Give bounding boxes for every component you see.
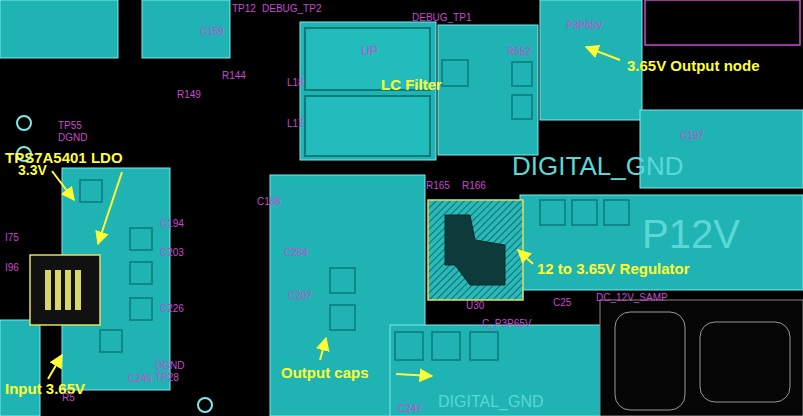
ldo-pads: [45, 270, 81, 310]
copper-pour: [0, 0, 118, 58]
silkscreen-ref: C197: [680, 130, 704, 141]
capacitor-pad: [130, 262, 152, 284]
via: [198, 398, 212, 412]
silkscreen-ref: DC_12V_SAMP: [596, 292, 668, 303]
capacitor-pad: [540, 200, 565, 225]
net-name: P12V: [642, 212, 740, 256]
silkscreen-ref: U30: [466, 300, 484, 311]
capacitor-pad: [512, 62, 532, 86]
capacitor-pads: [80, 60, 629, 360]
silkscreen-ref: C207: [288, 290, 312, 301]
ldo-pad: [65, 270, 71, 310]
copper-pour: [62, 168, 170, 390]
silkscreen-ref: TP28: [155, 372, 179, 383]
annotation-arrows: [48, 47, 620, 379]
copper-pour: [390, 325, 612, 416]
silkscreen-ref: TP55: [58, 120, 82, 131]
leader-arrow: [518, 250, 533, 264]
silkscreen-ref: C245: [128, 373, 152, 384]
capacitor-pad: [512, 95, 532, 119]
via: [17, 116, 31, 130]
leader-arrow: [586, 47, 620, 60]
silkscreen-ref: C226: [160, 303, 184, 314]
inductor-pad: [305, 96, 430, 156]
ldo-pad: [45, 270, 51, 310]
net-name: DIGITAL_GND: [438, 393, 544, 411]
connector-outline: [600, 300, 803, 416]
annotation: 12 to 3.65V Regulator: [537, 261, 690, 278]
capacitor-pad: [432, 332, 460, 360]
silkscreen-ref: DEBUG_TP2: [262, 3, 321, 14]
regulator-ic: [428, 200, 523, 300]
silkscreen-ref: DEBUG_TP1: [412, 12, 471, 23]
silkscreen-ref: C159: [200, 26, 224, 37]
capacitor-pad: [604, 200, 629, 225]
silkscreen-ref: C_P3P65V: [482, 318, 531, 329]
annotation: 3.65V Output node: [627, 58, 760, 75]
capacitor-pad: [100, 330, 122, 352]
annotation: Output caps: [281, 365, 369, 382]
component-outline: [645, 0, 800, 45]
silkscreen-ref: L18: [287, 77, 304, 88]
silkscreen-ref: C203: [160, 247, 184, 258]
ldo-pad: [55, 270, 61, 310]
silkscreen-ref: I75: [5, 232, 19, 243]
copper-pour: [520, 195, 803, 290]
silkscreen-ref: C247: [398, 403, 422, 414]
leader-arrow: [396, 374, 432, 376]
silkscreen-ref: DGND: [155, 360, 184, 371]
silkscreen-ref: C186: [257, 196, 281, 207]
capacitor-pad: [330, 268, 355, 293]
silkscreen-ref: C254: [284, 247, 308, 258]
silkscreen-ref: P3P65V: [566, 20, 603, 31]
capacitor-pad: [470, 332, 498, 360]
connector-pin: [700, 322, 790, 402]
capacitor-pad: [130, 228, 152, 250]
capacitor-pad: [130, 298, 152, 320]
silkscreen-ref: R552: [507, 46, 531, 57]
silkscreen-ref: DGND: [58, 132, 87, 143]
copper-pour: [438, 25, 538, 155]
silkscreen-ref: C25: [553, 297, 571, 308]
regulator-traces: [445, 215, 505, 285]
silkscreen-ref: R165: [426, 180, 450, 191]
capacitor-pad: [442, 60, 468, 86]
silkscreen-ref: L17: [287, 118, 304, 129]
capacitor-pad: [80, 180, 102, 202]
silkscreen-ref: C194: [160, 218, 184, 229]
leader-arrow: [320, 338, 326, 360]
capacitor-pad: [395, 332, 423, 360]
silkscreen-ref: TP12: [232, 3, 256, 14]
copper-pour: [0, 320, 40, 416]
ldo-ic: [30, 255, 100, 325]
annotation: LC Filter: [381, 77, 442, 94]
silkscreen-ref: R149: [177, 89, 201, 100]
copper-pour: [540, 0, 642, 120]
capacitor-pad: [572, 200, 597, 225]
ldo-pad: [75, 270, 81, 310]
annotation: 3.3V: [18, 163, 47, 178]
silkscreen-ref: R5: [62, 392, 75, 403]
silkscreen-ref: I96: [5, 262, 19, 273]
connector-pin: [615, 312, 685, 410]
silkscreen-ref: R166: [462, 180, 486, 191]
silkscreen-ref: UP: [361, 45, 378, 58]
copper-pour: [142, 0, 230, 58]
leader-arrow: [52, 171, 74, 200]
net-name: DIGITAL_GND: [512, 152, 683, 181]
silkscreen-ref: R144: [222, 70, 246, 81]
leader-arrow: [98, 172, 122, 244]
leader-arrow: [48, 355, 62, 379]
capacitor-pad: [330, 305, 355, 330]
